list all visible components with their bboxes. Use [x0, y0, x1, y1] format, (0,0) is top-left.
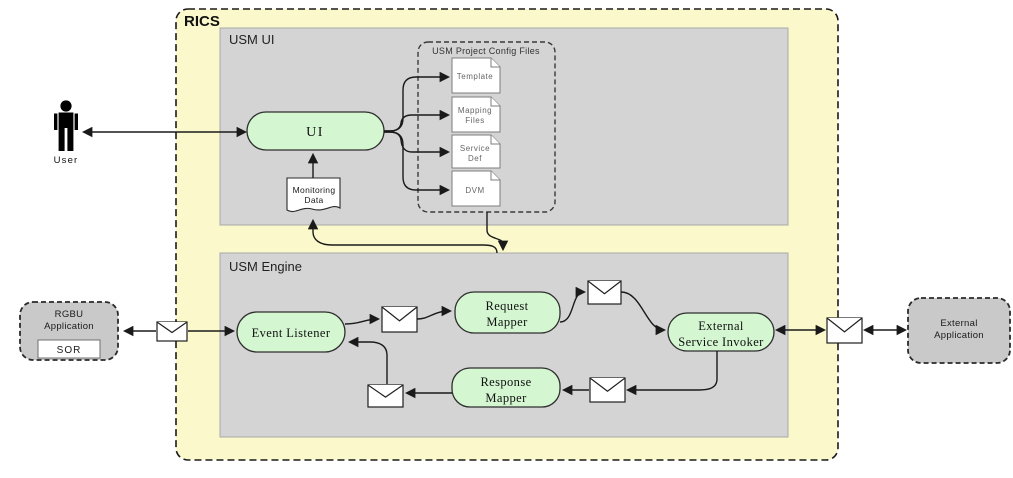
message-envelope-icon-3	[367, 384, 404, 408]
ui-node: UI	[246, 111, 385, 151]
response-mapper-label-1: Response	[480, 375, 531, 389]
user-label: User	[54, 155, 79, 166]
dvm-file-label: DVM	[465, 186, 484, 195]
rgbu-application-box: RGBU Application SOR	[19, 301, 119, 361]
monitoring-data-label-1: Monitoring	[293, 185, 336, 195]
arrow-engine-to-monitoring	[307, 218, 498, 254]
arrow-envelope2-to-esi	[620, 291, 667, 336]
rgbu-label-1: RGBU	[55, 309, 84, 320]
service-def-label-1: Service	[460, 144, 490, 153]
arrow-event-listener-to-envelope1	[344, 313, 381, 325]
request-mapper-label-2: Mapper	[486, 315, 528, 329]
arrow-esi-to-envelope4	[625, 351, 718, 396]
config-files-group: USM Project Config Files Template Mappin…	[417, 41, 556, 213]
arrow-ui-mapping	[384, 109, 451, 132]
event-listener-label: Event Listener	[252, 326, 331, 340]
sor-label: SOR	[57, 345, 82, 356]
arrow-ui-dvm	[384, 131, 451, 196]
template-file-label: Template	[457, 72, 494, 81]
message-envelope-icon-left	[156, 321, 188, 342]
request-mapper-node: Request Mapper	[454, 291, 561, 334]
mapping-files-label-1: Mapping	[458, 106, 492, 115]
message-envelope-icon-right	[826, 317, 863, 344]
config-files-title: USM Project Config Files	[432, 46, 540, 56]
esi-label-1: External	[698, 319, 744, 333]
external-application-box: External Application	[907, 297, 1011, 364]
mapping-files-icon: Mapping Files	[451, 96, 501, 133]
sor-box	[37, 339, 101, 359]
service-def-label-2: Def	[468, 154, 482, 163]
arrow-envelope3-to-event-listener	[347, 336, 388, 384]
mapping-files-label-2: Files	[465, 116, 484, 125]
response-mapper-node: Response Mapper	[451, 367, 561, 408]
ui-node-label: UI	[306, 125, 324, 140]
rics-label: RICS	[184, 13, 220, 30]
arrow-envelope1-to-request-mapper	[416, 305, 453, 320]
event-listener-node: Event Listener	[236, 311, 346, 353]
external-app-label-1: External	[940, 318, 977, 329]
request-mapper-label-1: Request	[485, 299, 528, 313]
response-mapper-label-2: Mapper	[485, 391, 527, 405]
usm-engine-label: USM Engine	[229, 259, 302, 274]
message-envelope-icon-1	[381, 306, 418, 333]
message-envelope-icon-4	[589, 377, 626, 403]
arrow-config-to-engine	[486, 212, 509, 252]
esi-label-2: Service Invoker	[678, 335, 764, 349]
external-app-label-2: Application	[934, 330, 984, 341]
monitoring-data-document: Monitoring Data	[286, 177, 341, 213]
message-envelope-icon-2	[587, 280, 622, 305]
dvm-file-icon: DVM	[451, 170, 501, 207]
user-actor-icon: User	[54, 100, 79, 166]
rgbu-label-2: Application	[44, 321, 94, 332]
arrow-request-mapper-to-envelope2	[559, 286, 587, 323]
template-file-icon: Template	[451, 57, 501, 94]
service-def-file-icon: Service Def	[451, 134, 501, 169]
usm-ui-label: USM UI	[229, 32, 275, 47]
monitoring-data-label-2: Data	[304, 195, 323, 205]
external-service-invoker-node: External Service Invoker	[667, 312, 775, 352]
connectors	[81, 71, 908, 399]
